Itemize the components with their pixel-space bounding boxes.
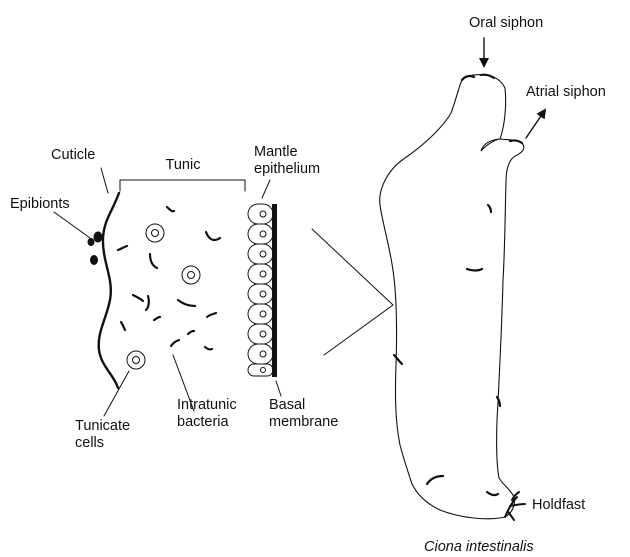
labels: Cuticle Tunic Epibionts Mantle epitheliu… [10, 15, 606, 555]
ciona-body [380, 38, 545, 520]
cuticle-line [99, 193, 119, 388]
label-holdfast: Holdfast [532, 497, 585, 513]
zoom-connector-lines [312, 229, 393, 355]
label-intratunic-line2: bacteria [177, 414, 230, 430]
label-tunicate-line1: Tunicate [75, 418, 130, 434]
basal-membrane-bar [272, 204, 277, 377]
siphon-division [481, 139, 500, 151]
label-basal-line2: membrane [269, 414, 338, 430]
label-epibionts: Epibionts [10, 196, 70, 212]
label-mantle-line1: Mantle [254, 144, 298, 160]
tunic-bracket [120, 180, 245, 191]
label-intratunic-line1: Intratunic [177, 397, 237, 413]
label-basal-line1: Basal [269, 397, 305, 413]
label-oral-siphon: Oral siphon [469, 15, 543, 31]
intratunic-bacteria [118, 207, 220, 349]
label-tunicate-line2: cells [75, 435, 104, 451]
tunic-section [54, 168, 393, 416]
holdfast-roots [505, 492, 525, 520]
epibionts-blobs [88, 232, 103, 266]
leader-lines [54, 168, 281, 416]
body-outline [380, 75, 524, 519]
label-tunic: Tunic [166, 157, 201, 173]
label-mantle-line2: epithelium [254, 161, 320, 177]
mantle-epithelium-cells [248, 204, 273, 376]
label-cuticle: Cuticle [51, 147, 95, 163]
species-caption: Ciona intestinalis [424, 539, 534, 555]
label-atrial-siphon: Atrial siphon [526, 84, 606, 100]
atrial-siphon-arrow [526, 110, 545, 138]
